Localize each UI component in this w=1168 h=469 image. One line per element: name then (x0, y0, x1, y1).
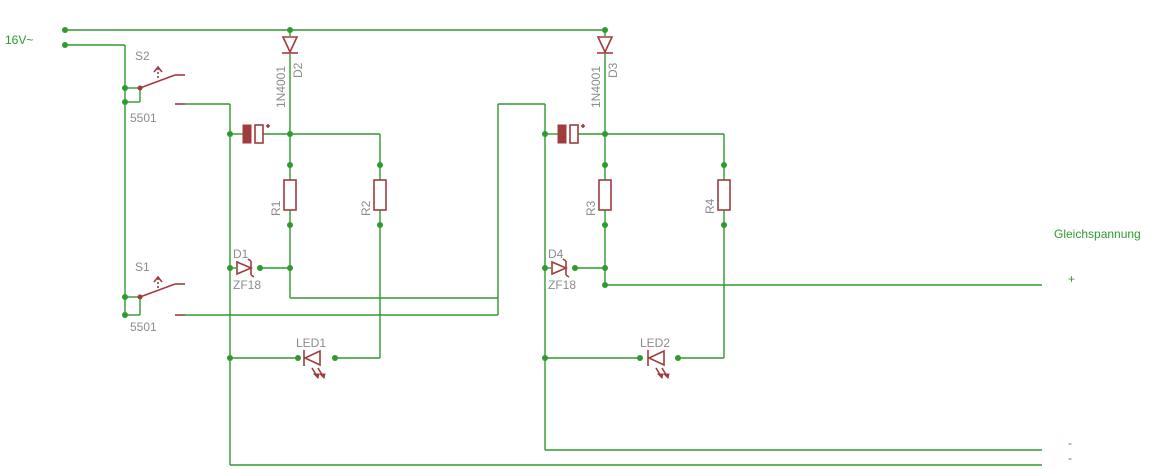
zener-d1 (236, 258, 255, 278)
led1-label: LED1 (296, 336, 326, 350)
zener-d4 (551, 258, 570, 278)
capacitor-left (242, 124, 270, 144)
diode-d2 (281, 36, 299, 54)
resistor-r4 (717, 179, 731, 211)
switch-s1 (137, 275, 185, 316)
d1-label: D1 (233, 247, 249, 261)
output-title: Gleichspannung (1054, 227, 1141, 241)
r4-label: R4 (703, 198, 717, 214)
d3-label: D3 (606, 62, 620, 78)
r2-label: R2 (359, 200, 373, 216)
d4-label: D4 (548, 247, 564, 261)
led-1 (303, 349, 326, 379)
resistor-r3 (598, 179, 612, 211)
d2-label: D2 (291, 62, 305, 78)
junction-dots (62, 27, 727, 361)
diode-d3 (596, 36, 614, 54)
minus-terminal-label-1: - (1068, 436, 1072, 450)
labels: 16V~ S2 5501 S1 5501 D2 1N4001 D3 1N4001… (5, 33, 1141, 465)
d2-type-label: 1N4001 (274, 66, 288, 108)
r3-label: R3 (584, 200, 598, 216)
s2-label: S2 (135, 49, 150, 63)
resistor-r2 (373, 179, 387, 211)
plus-terminal-label: + (1068, 272, 1075, 286)
s2-type-label: 5501 (130, 111, 157, 125)
led-2 (647, 349, 670, 379)
minus-terminal-label-2: - (1068, 451, 1072, 465)
d1-type-label: ZF18 (233, 278, 261, 292)
r1-label: R1 (269, 200, 283, 216)
switch-s2 (137, 65, 185, 105)
d3-type-label: 1N4001 (589, 66, 603, 108)
led2-label: LED2 (640, 336, 670, 350)
d4-type-label: ZF18 (548, 278, 576, 292)
ac-input-label: 16V~ (5, 33, 33, 47)
s1-label: S1 (135, 260, 150, 274)
wires (65, 29, 1042, 466)
resistor-r1 (283, 179, 297, 211)
capacitor-right (557, 124, 585, 144)
s1-type-label: 5501 (130, 320, 157, 334)
